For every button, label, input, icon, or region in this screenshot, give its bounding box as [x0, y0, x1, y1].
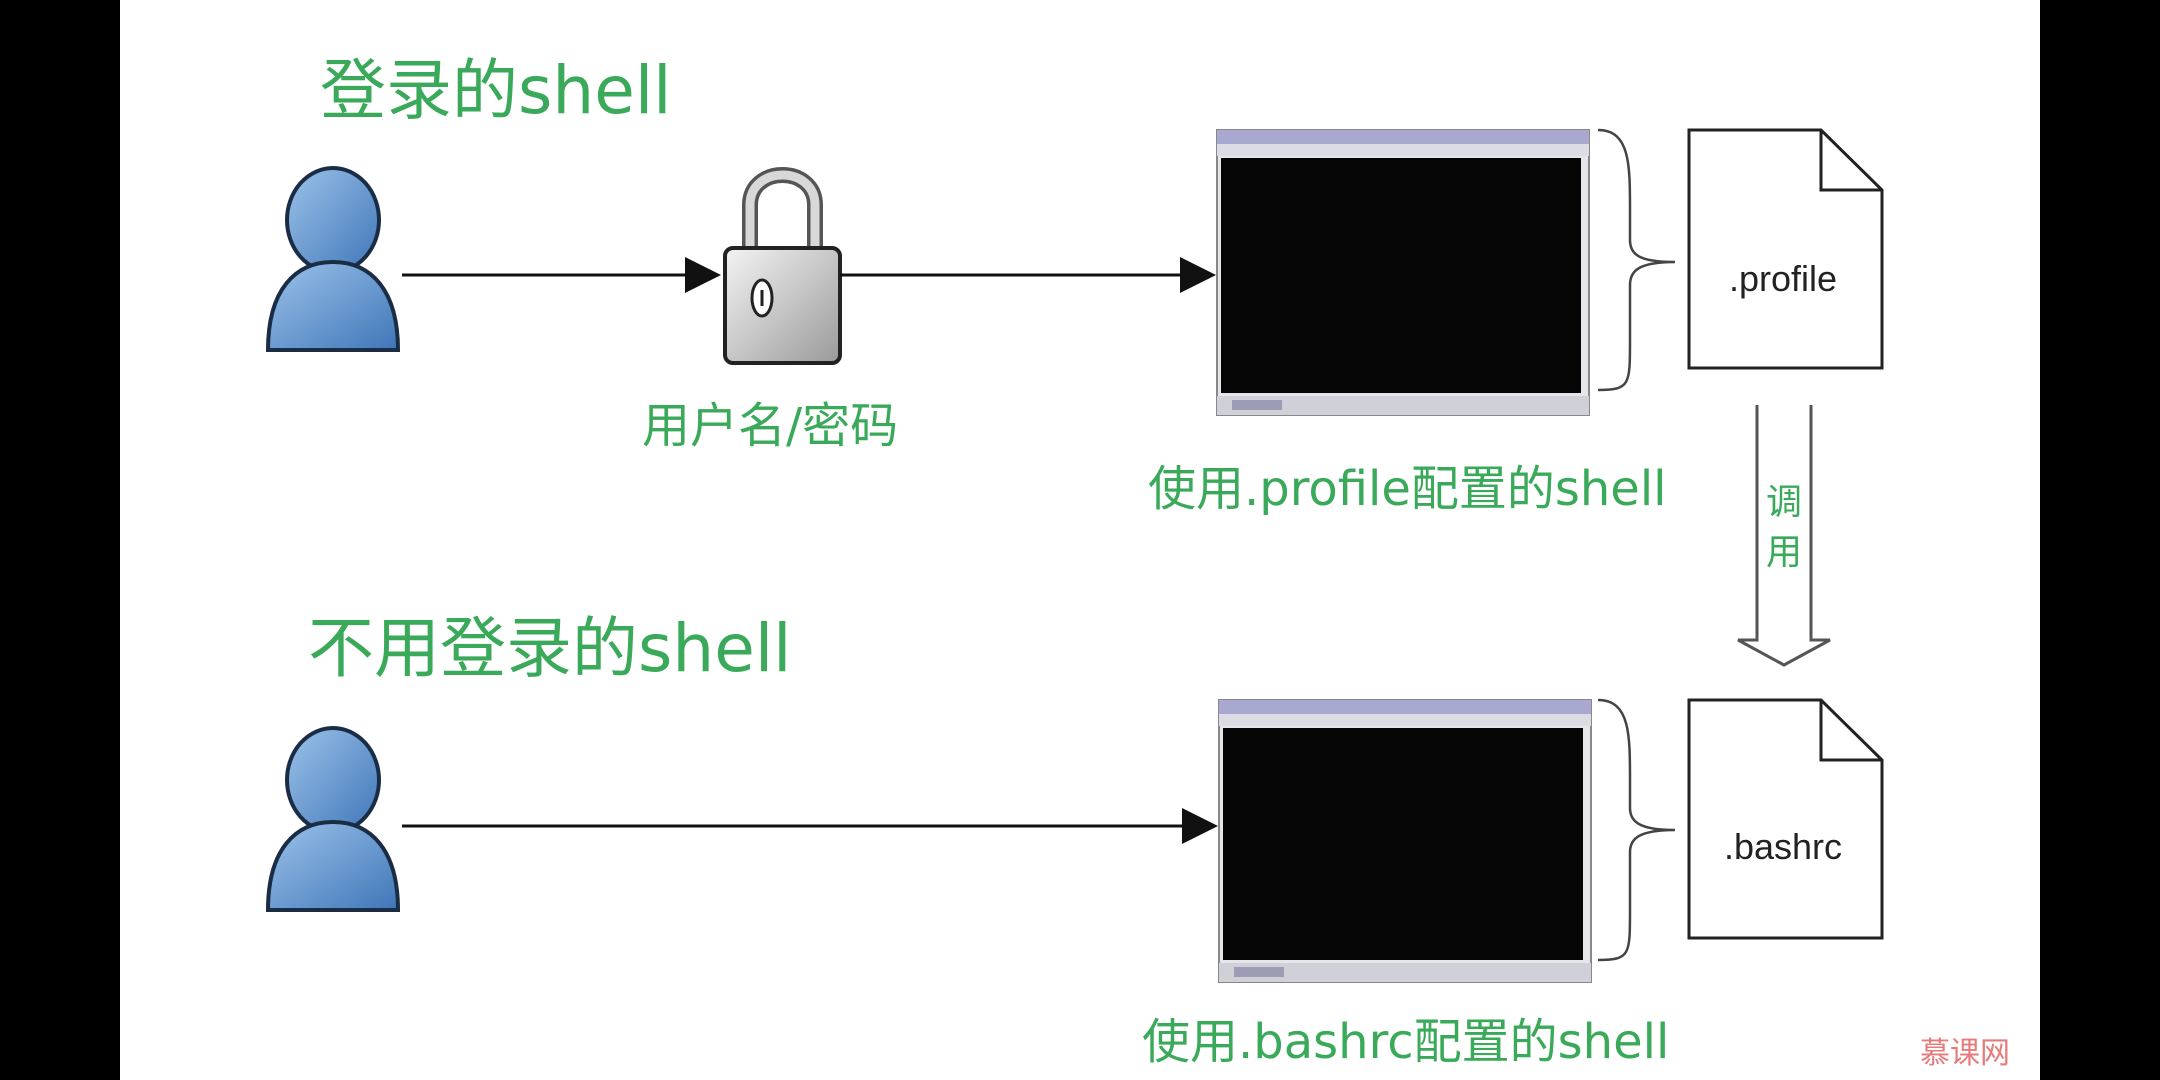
login-terminal-window [1216, 129, 1590, 416]
call-label-char-1: 调 [1765, 482, 1802, 523]
profile-document-icon [1687, 128, 1884, 370]
call-label: 调 用 [1764, 478, 1804, 578]
lock-icon [723, 167, 842, 365]
diagram-canvas: 登录的shell 用户名/密码 使用.profile配置的shell .prof… [120, 0, 2040, 1080]
bashrc-document-icon [1687, 698, 1884, 940]
profile-file-label: .profile [1728, 258, 1838, 299]
credential-label: 用户名/密码 [642, 398, 899, 454]
profile-brace [1597, 128, 1676, 392]
login-shell-title: 登录的shell [320, 52, 672, 129]
nonlogin-user-icon [265, 726, 401, 912]
call-down-arrow [1737, 405, 1831, 667]
login-user-icon [265, 166, 401, 352]
nonlogin-shell-caption: 使用.bashrc配置的shell [1142, 1014, 1670, 1070]
watermark-logo: 慕课网 [1920, 1036, 2010, 1071]
nonlogin-terminal-window [1218, 699, 1592, 983]
call-label-char-2: 用 [1765, 532, 1802, 573]
login-shell-caption: 使用.profile配置的shell [1148, 461, 1667, 517]
nonlogin-shell-title: 不用登录的shell [308, 610, 792, 687]
bashrc-file-label: .bashrc [1723, 826, 1843, 867]
diagram-graphics [265, 128, 1884, 983]
bashrc-brace [1597, 698, 1676, 962]
